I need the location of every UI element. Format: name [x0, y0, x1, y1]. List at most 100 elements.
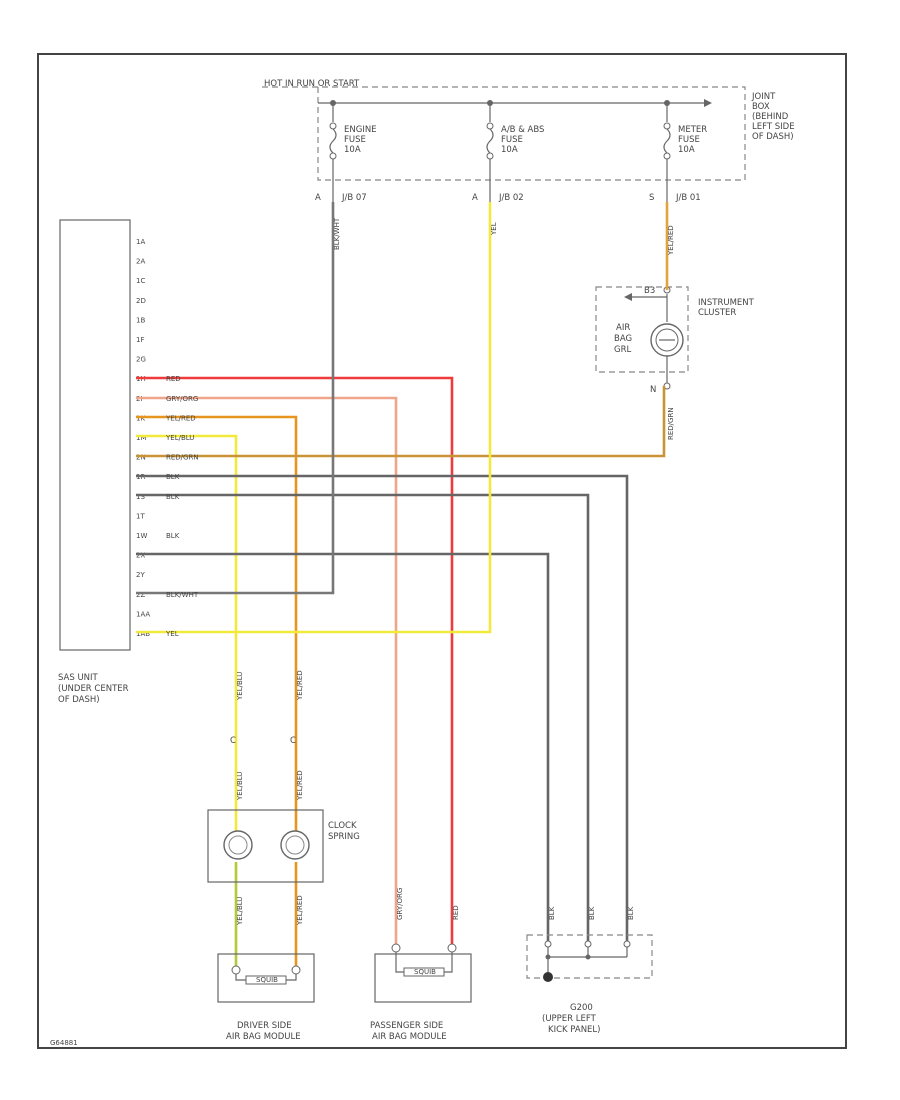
sas-pin-label: 1C: [136, 277, 145, 285]
passenger-squib-label: SQUIB: [414, 968, 436, 976]
sas-unit-label: SAS UNIT (UNDER CENTER OF DASH): [58, 673, 131, 705]
clock-spring-label: CLOCK SPRING: [328, 821, 360, 842]
fuse-block-header: HOT IN RUN OR START: [264, 79, 360, 89]
wire-blk-3: [136, 552, 550, 942]
sas-unit-pin-list: 1A2A1C2D1B1F2G1H2I1K1M2N1R1S1T1W2X2Y2Z1A…: [136, 238, 150, 638]
sas-wire-code-label: GRY/ORG: [166, 395, 198, 403]
footer-code: G64881: [50, 1039, 78, 1047]
sas-wire-code-label: YEL: [165, 630, 179, 638]
wire-label-red-grn: RED/GRN: [667, 407, 675, 440]
sas-pin-label: 2Z: [136, 591, 145, 599]
sas-pin-label: 1AA: [136, 610, 150, 618]
sas-pin-label: 1B: [136, 316, 145, 324]
fuse-block: HOT IN RUN OR START JOINT BOX (BEHIND LE…: [262, 79, 797, 203]
sas-pin-label: 1K: [136, 414, 145, 422]
fuse-block-dashed-outline: [262, 86, 746, 181]
fuse-meter-label: METER FUSE 10A: [678, 125, 710, 155]
sas-pin-label: 1A: [136, 238, 145, 246]
fuse-meter-connector: J/B 01: [675, 193, 701, 203]
sas-pin-label: 1T: [136, 512, 145, 520]
fuse-ab-abs-connector: J/B 02: [498, 193, 524, 203]
wire-yel-blu: [136, 434, 238, 835]
fuse-element-icon: [329, 128, 337, 154]
passenger-squib-icon: [395, 952, 453, 973]
fuse-engine-label: ENGINE FUSE 10A: [344, 125, 379, 155]
wire-label-yel-blu-lower: YEL/BLU: [236, 772, 244, 801]
cluster-pin-top: B3: [644, 286, 655, 296]
wire-blk-1: [136, 474, 629, 942]
wire-blk-wht: [136, 202, 335, 595]
wire-label-driver-right: YEL/RED: [296, 895, 304, 926]
air-bag-lamp-label: AIR BAG GRL: [614, 323, 635, 355]
sas-wire-code-label: YEL/BLU: [165, 434, 194, 442]
sas-pin-label: 2X: [136, 552, 145, 560]
sas-wire-code-label: BLK: [166, 493, 180, 501]
wire-yel: [136, 202, 492, 634]
clock-spring: CLOCK SPRING: [207, 809, 360, 883]
fuse-ab-abs-label: A/B & ABS FUSE 10A: [501, 125, 547, 155]
wire-label-gnd-1: BLK: [548, 906, 556, 920]
wire-label-pass-red: RED: [452, 905, 460, 920]
clock-spring-coil-left-icon: [223, 830, 253, 860]
sas-pin-label: 2A: [136, 258, 145, 266]
instrument-cluster-label: INSTRUMENT CLUSTER: [698, 298, 757, 318]
sas-pin-label: 1W: [136, 532, 147, 540]
wire-label-yel-red-lower: YEL/RED: [296, 770, 304, 801]
sas-pin-label: 2N: [136, 454, 146, 462]
fuse-terminal: [329, 122, 337, 130]
wire-label-yel-blu-upper: YEL/BLU: [236, 672, 244, 701]
sas-pin-label: 1S: [136, 493, 145, 501]
diagram-frame: [37, 53, 847, 1049]
cluster-pin-bottom: N: [650, 385, 656, 395]
fuse-engine-pin: A: [315, 193, 321, 203]
wire-blk-2: [136, 493, 590, 942]
sas-wire-code-label: BLK: [166, 532, 180, 540]
passenger-module-label: PASSENGER SIDE AIR BAG MODULE: [370, 1021, 447, 1042]
clock-spring-box: [207, 809, 324, 883]
instrument-cluster-outline: [595, 286, 689, 373]
fuse-block-location: JOINT BOX (BEHIND LEFT SIDE OF DASH): [751, 92, 797, 142]
wire-harness: [136, 202, 669, 968]
fuse-element-icon: [486, 128, 494, 154]
sas-pin-label: 1F: [136, 336, 144, 344]
wire-gry-org: [136, 396, 398, 945]
sas-unit-box: [59, 219, 131, 651]
fuse-engine: ENGINE FUSE 10A A J/B 07: [315, 100, 379, 203]
sas-pin-label: 2G: [136, 356, 146, 364]
cluster-feed-arrow-icon: [624, 293, 632, 301]
sas-unit: 1A2A1C2D1B1F2G1H2I1K1M2N1R1S1T1W2X2Y2Z1A…: [58, 219, 150, 705]
instrument-cluster: INSTRUMENT CLUSTER B3 AIR BAG GRL N: [595, 286, 757, 395]
wire-label-pass-gry-org: GRY/ORG: [396, 888, 404, 920]
wire-label-driver-left: YEL/BLU: [236, 897, 244, 926]
wire-label-yel-red-upper: YEL/RED: [296, 670, 304, 701]
ground-point-icon: [543, 972, 553, 982]
sas-pin-label: 1M: [136, 434, 147, 442]
sas-wire-code-label: YEL/RED: [165, 414, 196, 422]
wire-label-yel: YEL: [490, 222, 498, 236]
ground-g200: G200 (UPPER LEFT KICK PANEL): [526, 934, 653, 1035]
driver-air-bag-module: SQUIB DRIVER SIDE AIR BAG MODULE: [217, 953, 315, 1042]
wire-yel-red: [136, 415, 298, 835]
wire-label-meter: YEL/RED: [667, 225, 675, 256]
wire-label-conn-c-left: C: [230, 736, 236, 746]
ground-connector-outline: [526, 934, 653, 979]
clock-spring-coil-right-icon: [280, 830, 310, 860]
fuse-meter-pin: S: [649, 193, 654, 203]
driver-squib-label: SQUIB: [256, 976, 278, 984]
hot-bus-arrow-icon: [704, 99, 712, 107]
sas-wire-code-label: BLK/WHT: [166, 591, 199, 599]
fuse-element-icon: [663, 128, 671, 154]
fuse-ab-abs: A/B & ABS FUSE 10A A J/B 02: [472, 100, 547, 203]
ground-bus: [547, 947, 628, 976]
ground-label: G200 (UPPER LEFT KICK PANEL): [542, 1003, 600, 1035]
sas-pin-label: 2D: [136, 297, 146, 305]
sas-pin-label: 2Y: [136, 571, 145, 579]
driver-module-label: DRIVER SIDE AIR BAG MODULE: [226, 1021, 301, 1042]
fuse-meter: METER FUSE 10A S J/B 01: [649, 100, 710, 203]
wire-label-conn-c-right: C: [290, 736, 296, 746]
passenger-air-bag-module: SQUIB PASSENGER SIDE AIR BAG MODULE: [370, 943, 472, 1042]
fuse-ab-abs-pin: A: [472, 193, 478, 203]
passenger-module-box: [374, 953, 472, 1003]
sas-pin-label: 1AB: [136, 630, 150, 638]
